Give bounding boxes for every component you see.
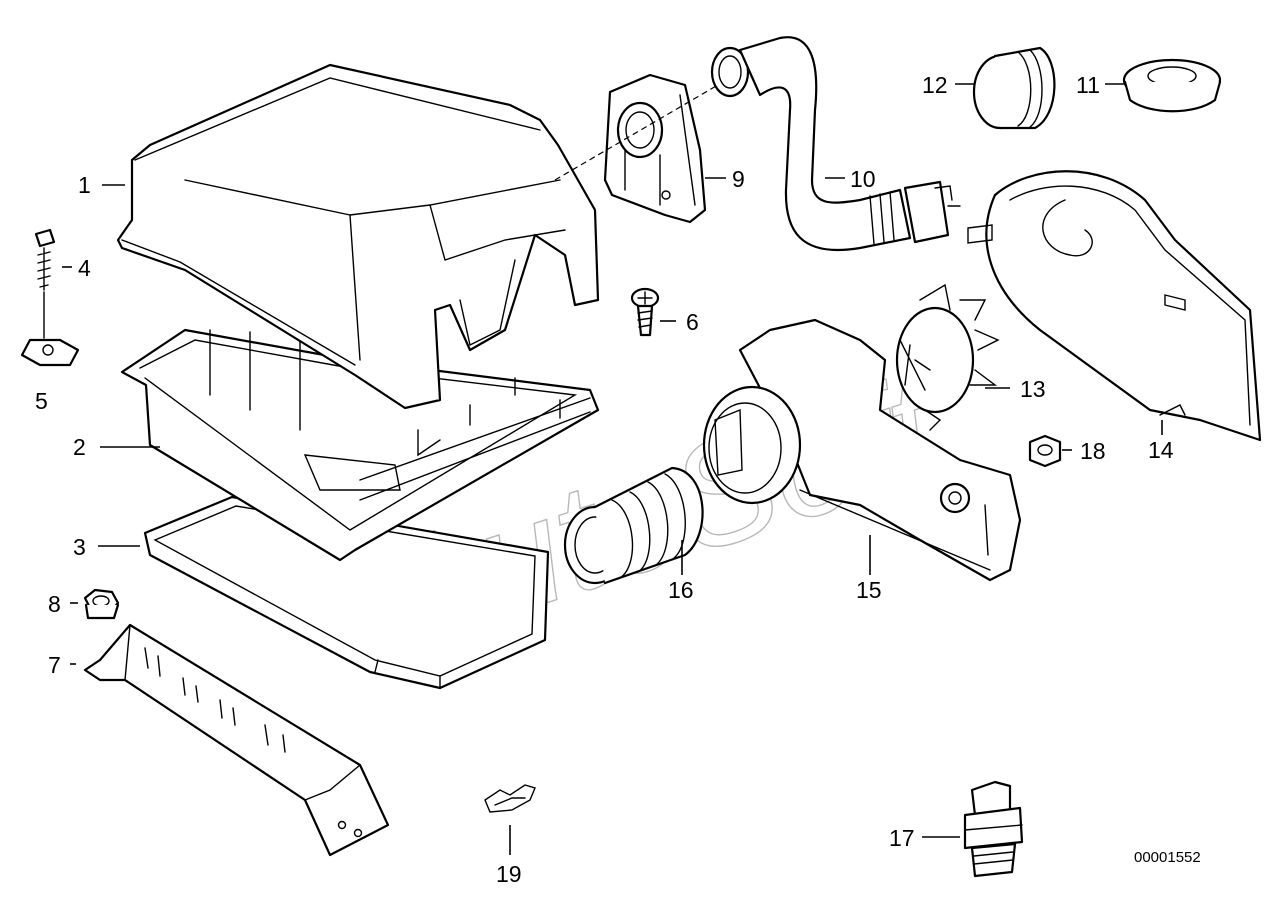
part-2-middle-box bbox=[120, 328, 600, 562]
callout-16: 16 bbox=[668, 577, 694, 603]
part-9-grommet-bracket bbox=[603, 73, 707, 224]
document-number: 00001552 bbox=[1134, 849, 1201, 866]
callout-4: 4 bbox=[78, 255, 91, 281]
part-18-nut bbox=[1028, 434, 1062, 468]
part-1-top-cover bbox=[116, 63, 600, 410]
callout-19: 19 bbox=[496, 861, 522, 887]
part-15-fan-housing bbox=[702, 318, 1022, 582]
callout-17: 17 bbox=[889, 825, 915, 851]
part-14-housing-plate bbox=[967, 170, 1262, 442]
part-7-bracket bbox=[83, 623, 390, 857]
part-10-hose bbox=[710, 36, 961, 252]
part-6-screw bbox=[630, 287, 660, 337]
part-5-clip-nut bbox=[20, 338, 80, 367]
callout-5: 5 bbox=[35, 388, 48, 414]
part-13-fan-wheel bbox=[895, 283, 1000, 431]
part-16-bellows bbox=[563, 466, 704, 585]
leader-lines bbox=[62, 83, 1163, 855]
part-11-grommet bbox=[1122, 58, 1222, 113]
callout-18: 18 bbox=[1080, 438, 1106, 464]
callout-1: 1 bbox=[78, 172, 91, 198]
callout-10: 10 bbox=[850, 166, 876, 192]
callout-6: 6 bbox=[686, 309, 699, 335]
part-12-cap bbox=[972, 46, 1056, 130]
part-4-screw bbox=[34, 228, 56, 339]
callout-2: 2 bbox=[73, 434, 86, 460]
callout-7: 7 bbox=[48, 652, 61, 678]
part-19-clip bbox=[484, 784, 536, 813]
callout-9: 9 bbox=[732, 166, 745, 192]
callout-12: 12 bbox=[922, 72, 948, 98]
part-8-nut bbox=[83, 588, 120, 620]
callout-8: 8 bbox=[48, 591, 61, 617]
callout-11: 11 bbox=[1076, 72, 1100, 98]
callout-labels: 1 2 3 4 5 6 7 8 9 10 11 12 13 14 15 16 1… bbox=[35, 72, 1174, 887]
callout-3: 3 bbox=[73, 534, 86, 560]
callout-13: 13 bbox=[1020, 376, 1046, 402]
assembly-axis-line bbox=[554, 74, 736, 181]
callout-14: 14 bbox=[1148, 437, 1174, 463]
callout-15: 15 bbox=[856, 577, 882, 603]
part-17-temp-switch bbox=[963, 780, 1024, 878]
